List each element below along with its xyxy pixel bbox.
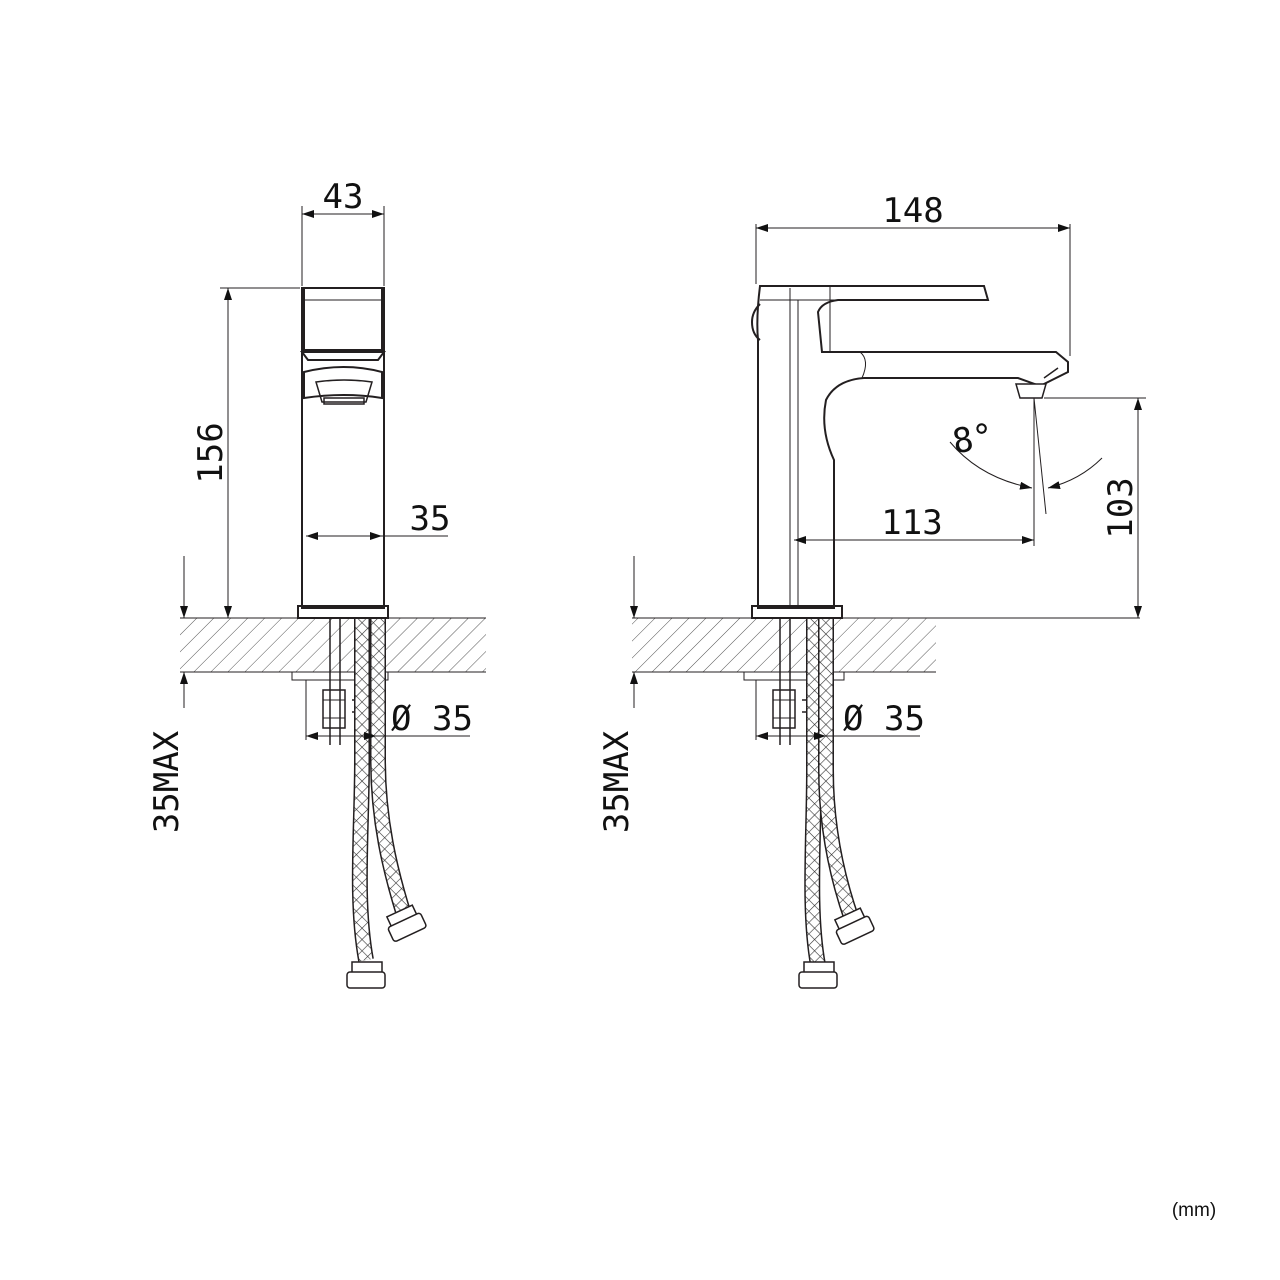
front-view: 43 156 35 Ø 35 35MAX [147,177,486,989]
dim-label-length-side: 148 [882,191,943,231]
dim-angle-side: 8° [949,397,1103,515]
side-view: 148 113 103 8° Ø 35 [597,191,1146,989]
dim-hole-front: Ø 35 [305,680,473,740]
dim-label-max-thickness-front: 35MAX [147,730,187,833]
dim-label-reach-side: 113 [881,503,942,543]
dim-label-spout-height-side: 103 [1101,477,1141,538]
dim-width-front: 43 [301,177,385,286]
faucet-front [297,287,389,619]
dim-spout-height-side: 103 [1044,397,1146,618]
units-note: (mm) [1172,1200,1216,1221]
dim-reach-side: 113 [794,398,1035,546]
faucet-side [750,285,1069,619]
dim-label-width-front: 43 [323,177,364,217]
dim-max-thickness-front: 35MAX [147,556,188,833]
supply-hoses-front [346,618,427,989]
dim-label-hole-front: Ø 35 [391,699,473,739]
dim-label-hole-side: Ø 35 [843,699,925,739]
dim-max-thickness-side: 35MAX [597,556,638,833]
countertop-front [180,617,486,673]
countertop-side [632,617,1140,673]
dim-label-angle-side: 8° [949,416,996,463]
supply-hoses-side [798,618,875,989]
dim-length-side: 148 [755,191,1071,356]
dim-height-front: 156 [191,287,300,618]
mounting-hardware-side [743,618,845,745]
dim-hole-side: Ø 35 [755,680,925,740]
dim-body-width-front: 35 [306,499,451,540]
dim-label-height-front: 156 [191,422,231,483]
dim-label-body-width-front: 35 [410,499,451,539]
dim-label-max-thickness-side: 35MAX [597,730,637,833]
